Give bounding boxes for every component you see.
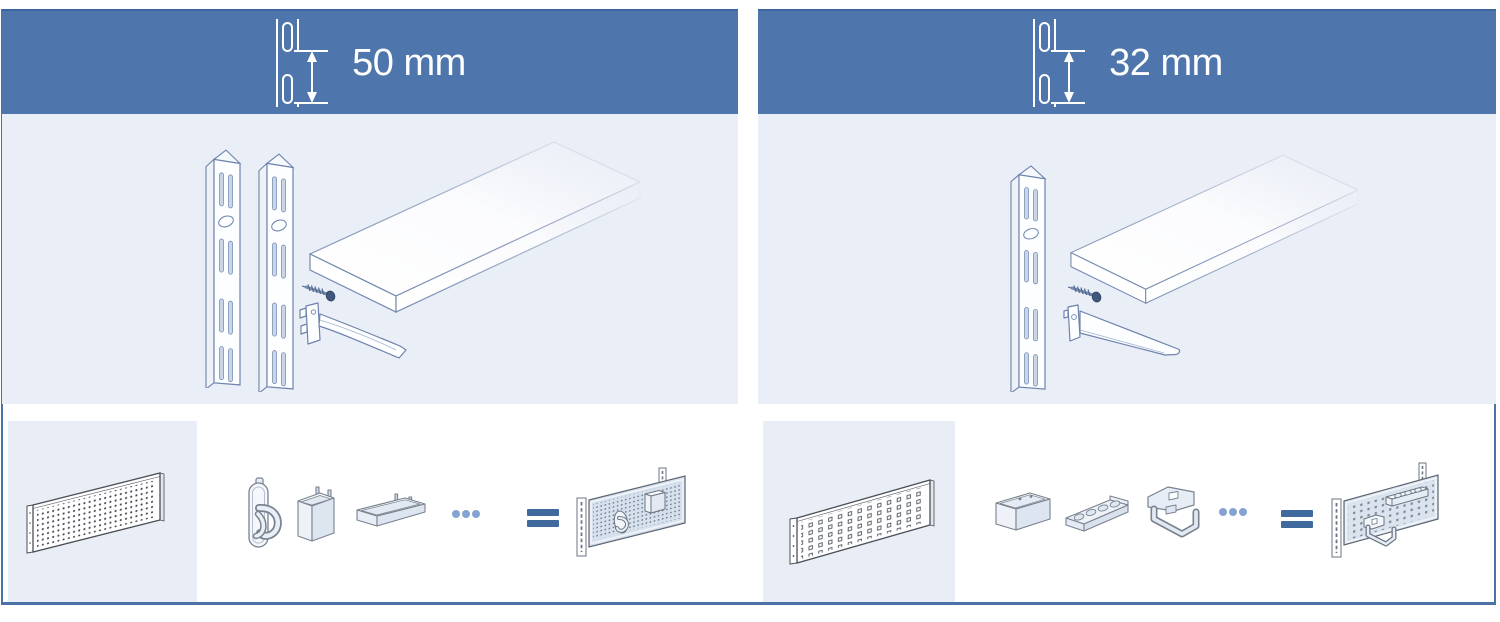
shelf-bracket-figure bbox=[299, 302, 407, 359]
pegboard-round-figure bbox=[26, 472, 165, 554]
slot-pitch-icon bbox=[1033, 18, 1086, 107]
shelf-panel-figure bbox=[302, 136, 647, 321]
storage-box-figure bbox=[995, 492, 1051, 531]
slot-pitch-icon bbox=[276, 18, 329, 107]
frame-bottom-border bbox=[1, 602, 1496, 605]
screw-figure bbox=[1066, 281, 1104, 305]
hanger-bracket-figure bbox=[1147, 486, 1200, 538]
wall-upright-figure bbox=[203, 148, 247, 388]
storage-tray-figure bbox=[356, 493, 426, 527]
pitch-label-32: 32 mm bbox=[1109, 41, 1223, 84]
assembled-pegboard-figure bbox=[576, 467, 686, 557]
header-32mm: 32 mm bbox=[758, 9, 1496, 114]
header-50mm: 50 mm bbox=[2, 9, 738, 114]
shelf-panel-figure bbox=[1064, 150, 1364, 311]
pegboard-square-figure bbox=[789, 479, 935, 565]
ellipsis-icon bbox=[1219, 508, 1247, 516]
equals-icon bbox=[1281, 510, 1313, 528]
wall-upright-figure bbox=[1008, 164, 1052, 392]
assembled-pegboard-figure bbox=[1331, 462, 1439, 558]
storage-bin-figure bbox=[297, 486, 335, 542]
ellipsis-icon bbox=[452, 510, 480, 518]
pitch-label-50: 50 mm bbox=[352, 41, 466, 84]
shelf-bracket-figure bbox=[1063, 304, 1181, 356]
double-hook-figure bbox=[248, 477, 282, 548]
equals-icon bbox=[527, 509, 559, 527]
tool-holder-figure bbox=[1065, 495, 1129, 532]
wall-upright-figure bbox=[256, 152, 300, 392]
